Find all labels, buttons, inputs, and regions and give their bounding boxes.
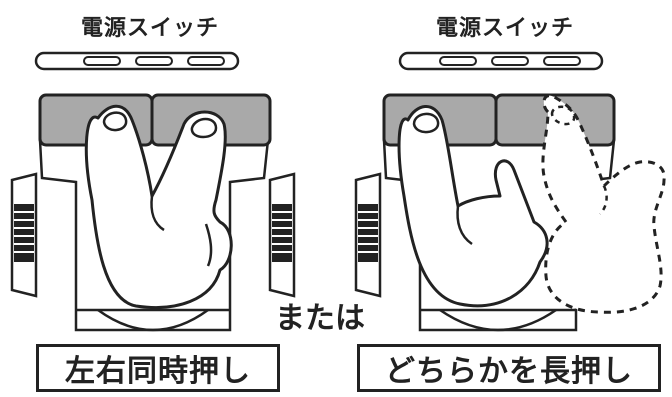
right-side-rail-left	[354, 172, 382, 298]
right-hand-dashed-outline	[541, 94, 666, 314]
left-hand-illustration	[84, 104, 233, 309]
right-power-switch-label: 電源スイッチ	[435, 16, 574, 41]
left-power-switch-label: 電源スイッチ	[80, 16, 219, 41]
right-power-switch	[398, 51, 604, 71]
simultaneous-press-label: 左右同時押し	[65, 354, 251, 389]
or-connector-label: または	[275, 301, 365, 336]
long-press-label: どちらかを長押し	[385, 354, 633, 389]
simultaneous-press-label-box: 左右同時押し	[36, 344, 280, 392]
left-panel	[10, 51, 296, 332]
right-panel	[354, 51, 666, 332]
right-hand-illustration	[397, 105, 549, 308]
left-side-rail-right	[268, 172, 296, 298]
left-side-rail-left	[10, 172, 38, 298]
long-press-label-box: どちらかを長押し	[357, 344, 661, 392]
left-power-switch	[34, 51, 240, 71]
